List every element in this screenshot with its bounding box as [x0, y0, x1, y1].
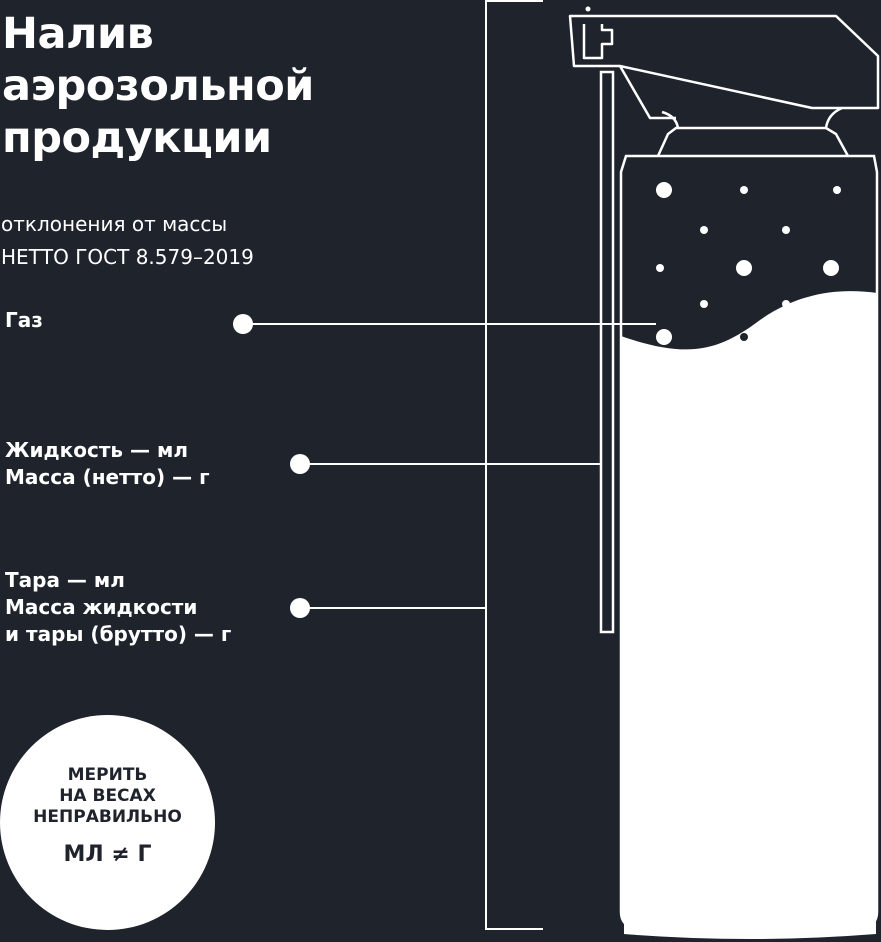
liquid-label-line-1: Жидкость — мл [5, 438, 188, 462]
can-bottom-rim [624, 918, 876, 939]
title-line-1: Налив [2, 9, 154, 59]
tara-dot [290, 598, 310, 618]
stamp-line-3: НЕПРАВИЛЬНО [33, 807, 182, 827]
liquid-label: Жидкость — мл Масса (нетто) — г [5, 437, 210, 491]
leader-dots [233, 314, 310, 618]
spray-trigger-icon [568, 6, 880, 120]
subtitle: отклонения от массы НЕТТО ГОСТ 8.579–201… [1, 208, 254, 274]
title-line-3: продукции [2, 113, 272, 163]
can-liquid [621, 291, 877, 933]
can-collar [661, 106, 843, 129]
liquid-label-line-2: Масса (нетто) — г [5, 465, 210, 489]
liquid-dot [290, 454, 310, 474]
can-neck [656, 126, 850, 157]
stamp-text: МЕРИТЬ НА ВЕСАХ НЕПРАВИЛЬНО [0, 765, 215, 828]
tara-label: Тара — мл Масса жидкости и тары (брутто)… [5, 567, 231, 648]
stamp-formula: МЛ ≠ Г [63, 842, 152, 867]
gas-label: Газ [5, 307, 43, 334]
dip-tube [599, 70, 615, 634]
leader-lines [243, 323, 656, 609]
page-title: Налив аэрозольной продукции [2, 8, 314, 164]
tara-label-line-3: и тары (брутто) — г [5, 622, 232, 646]
warning-stamp: МЕРИТЬ НА ВЕСАХ НЕПРАВИЛЬНО МЛ ≠ Г [0, 715, 215, 930]
stamp-line-2: НА ВЕСАХ [59, 786, 156, 806]
tara-label-line-1: Тара — мл [5, 568, 125, 592]
tara-label-line-2: Масса жидкости [5, 595, 198, 619]
gas-bubbles-icon [656, 182, 841, 345]
aerosol-can-icon [619, 106, 879, 939]
subtitle-line-2: НЕТТО ГОСТ 8.579–2019 [1, 245, 254, 269]
gas-dot [233, 314, 253, 334]
title-line-2: аэрозольной [2, 61, 314, 111]
stamp-line-1: МЕРИТЬ [67, 765, 148, 785]
gas-label-text: Газ [5, 308, 43, 332]
subtitle-line-1: отклонения от массы [1, 212, 228, 236]
